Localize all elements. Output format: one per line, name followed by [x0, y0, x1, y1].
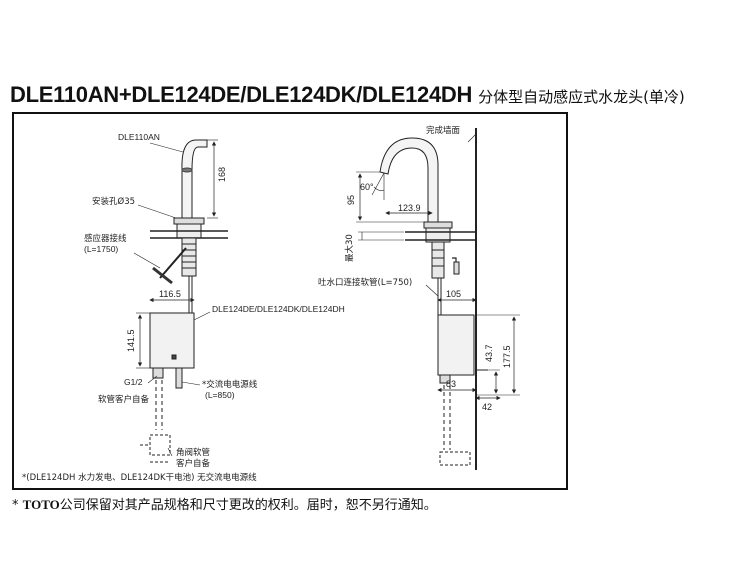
note-power-source: *(DLE124DH 水力发电、DLE124DK干电池) 无交流电电源线 [22, 472, 257, 483]
label-box-models: DLE124DE/DLE124DK/DLE124DH [212, 304, 345, 314]
dim-wall-gap: 42 [482, 402, 492, 412]
title-model: DLE110AN+DLE124DE/DLE124DK/DLE124DH [10, 82, 473, 107]
label-ac-cable-length: (L=850) [205, 390, 235, 400]
dim-faucet-height: 168 [217, 167, 227, 182]
faucet-spout [181, 139, 208, 219]
disclaimer: * TOTO公司保留对其产品规格和尺寸更改的权利。届时，恕不另行通知。 [12, 494, 437, 513]
dim-spout-reach: 123.9 [398, 203, 421, 213]
dim-box-height: 141.5 [126, 329, 136, 352]
dim-box-total-height: 177.5 [502, 345, 512, 368]
title-description: 分体型自动感应式水龙头(单冷) [478, 88, 685, 106]
footer-text: 公司保留对其产品规格和尺寸更改的权利。届时，恕不另行通知。 [59, 498, 437, 513]
label-outlet-hose: 吐水口连接软管(L=750) [318, 277, 412, 288]
label-sensor-cable-length: (L=1750) [84, 244, 118, 254]
control-box [149, 312, 195, 369]
drawing-frame [12, 112, 568, 490]
faucet-base [173, 217, 205, 225]
diagram-title: DLE110AN+DLE124DE/DLE124DK/DLE124DH 分体型自动… [10, 82, 685, 108]
dim-spout-angle: 60° [360, 182, 374, 192]
sensor-window [181, 167, 193, 173]
label-thread-size: G1/2 [124, 377, 143, 387]
footer-mark: * [12, 498, 19, 513]
label-ac-cable: *交流电电源线 [202, 379, 258, 390]
dim-cable-height: 43.7 [484, 344, 494, 362]
dim-box-to-wall: 105 [446, 289, 461, 299]
dim-max-thickness: 最大30 [344, 234, 355, 262]
right-view [356, 128, 520, 470]
label-hose-note: 软管客户自备 [98, 394, 150, 405]
label-sensor-cable: 感应器接线 [84, 233, 127, 244]
label-mount-hole: 安装孔Ø35 [92, 196, 135, 207]
dim-box-offset: 116.5 [159, 289, 181, 299]
label-finished-wall: 完成墙面 [426, 125, 461, 136]
brand-name: TOTO [22, 497, 60, 512]
sensor-cable [159, 247, 187, 279]
label-angle-valve: 角阀软管 [176, 447, 210, 458]
label-faucet-model: DLE110AN [118, 132, 160, 142]
control-box-side [437, 314, 475, 376]
dim-spout-height: 95 [346, 195, 356, 205]
left-view [133, 139, 228, 463]
label-angle-valve-note: 客户自备 [176, 458, 211, 469]
dim-box-depth: 83 [446, 379, 456, 389]
